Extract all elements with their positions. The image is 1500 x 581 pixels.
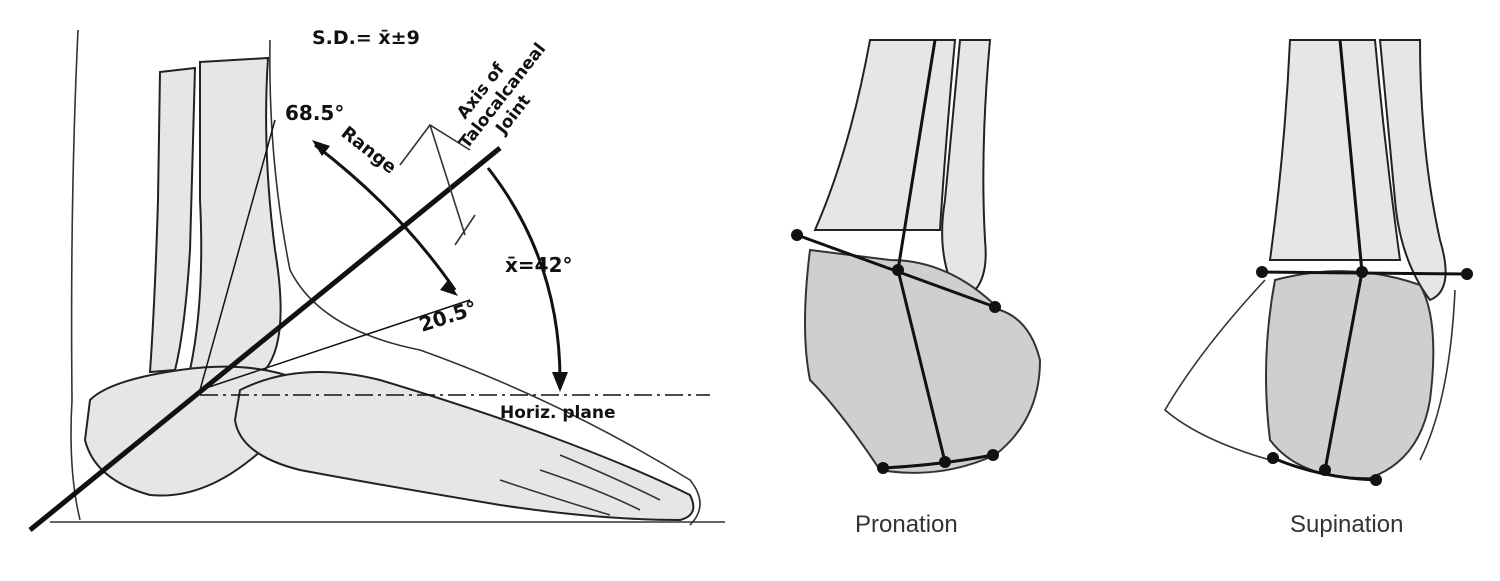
supination-label: Supination: [1290, 511, 1403, 538]
lower-angle-label: 20.5°: [416, 296, 480, 337]
supination-marker: [1319, 464, 1331, 476]
pronation-marker: [892, 264, 904, 276]
upper-angle-label: 68.5°: [285, 101, 344, 125]
supination-marker: [1370, 474, 1382, 486]
tibia-bone: [188, 56, 282, 379]
pronation-label: Pronation: [855, 511, 958, 538]
sd-bracket: [399, 123, 476, 246]
supination-marker: [1461, 268, 1473, 280]
supination-marker: [1356, 266, 1368, 278]
pronation-marker: [989, 301, 1001, 313]
supination-fibula: [1378, 39, 1447, 302]
leg-outline: [70, 29, 701, 526]
fibula-bone: [148, 66, 197, 374]
lateral-foot-illustration: [50, 29, 725, 526]
toe-lines: [499, 454, 661, 516]
supination-illustration: [1163, 39, 1473, 486]
supination-heel: [1265, 270, 1435, 480]
talocalcaneal-axis-line: [28, 146, 502, 532]
pronation-marker: [987, 449, 999, 461]
lower-limit-line: [199, 299, 471, 391]
pronation-marker: [877, 462, 889, 474]
supination-marker: [1267, 452, 1279, 464]
pronation-fibula: [941, 39, 992, 302]
sd-label: S.D.= x̄±9: [312, 27, 420, 49]
mean-angle-arrowhead: [552, 372, 568, 392]
mean-angle-arc-arrow: [486, 167, 562, 381]
axis-label: Axis of Talocalcaneal Joint: [453, 39, 550, 152]
supination-soft-tissue: [1163, 279, 1456, 461]
pronation-marker: [791, 229, 803, 241]
horizontal-plane-label: Horiz. plane: [500, 403, 616, 423]
pronation-illustration: [791, 39, 1042, 474]
range-arc-arrow: [314, 143, 457, 291]
pronation-heel: [804, 248, 1042, 474]
supination-tibia: [1268, 39, 1402, 261]
pronation-heel-line: [882, 453, 994, 470]
supination-marker: [1256, 266, 1268, 278]
mean-angle-label: x̄=42°: [505, 253, 573, 277]
midfoot-bones: [233, 371, 695, 522]
pronation-tibia: [813, 39, 957, 231]
pronation-marker: [939, 456, 951, 468]
upper-limit-line: [199, 119, 276, 391]
